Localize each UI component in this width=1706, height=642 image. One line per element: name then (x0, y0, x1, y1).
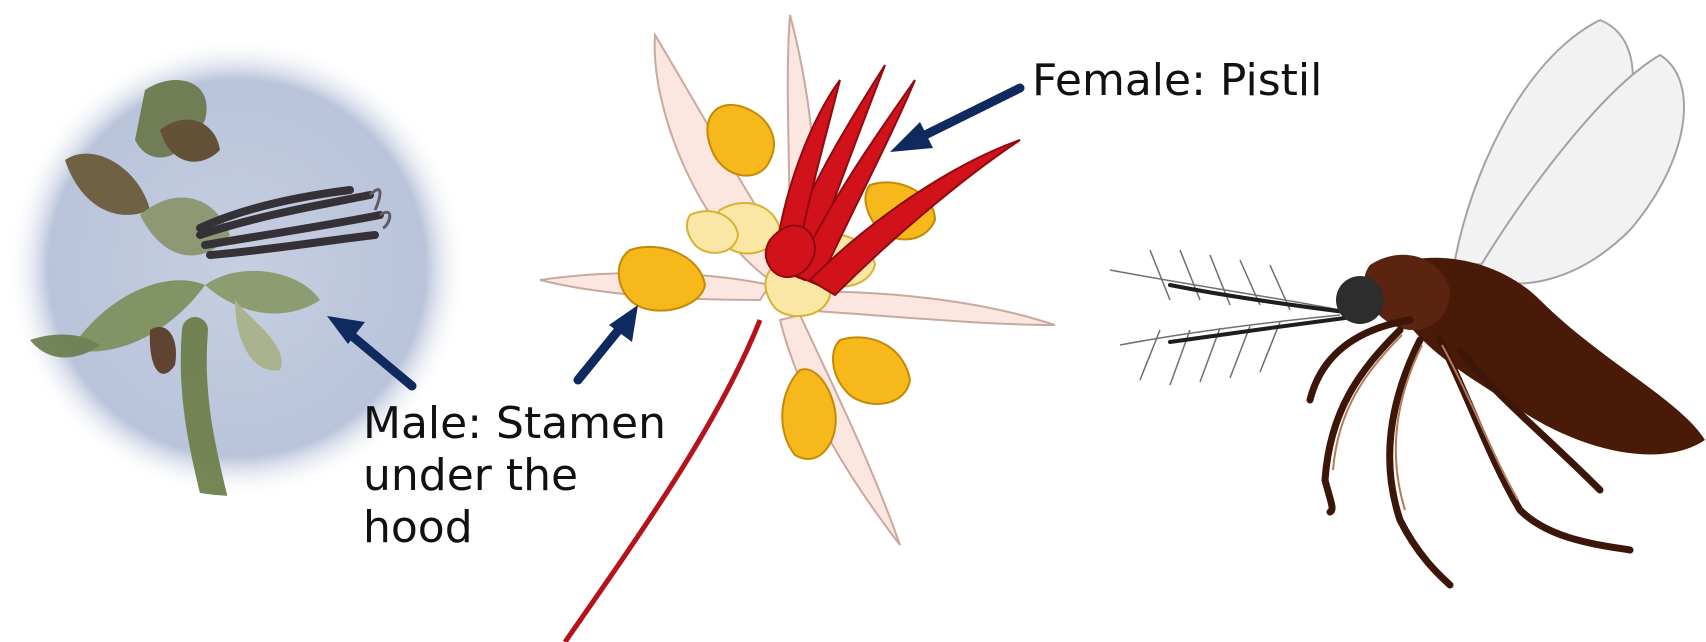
label-male-line-1: Male: Stamen (363, 398, 666, 450)
label-male-stamen: Male: Stamen under the hood (363, 398, 666, 554)
label-female-pistil: Female: Pistil (1032, 55, 1322, 107)
label-male-line-3: hood (363, 502, 666, 554)
label-male-line-2: under the (363, 450, 666, 502)
arrow-to-pistil (890, 88, 1020, 152)
arrow-to-illustration-stamen (578, 305, 638, 380)
